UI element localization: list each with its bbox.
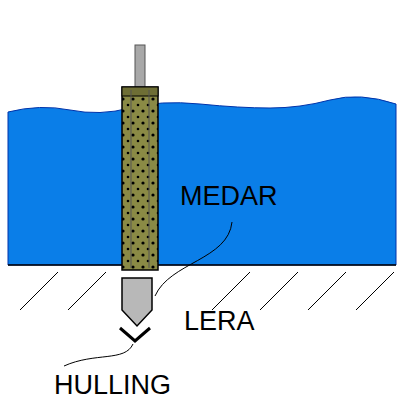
hatch-stroke: [356, 272, 394, 310]
concrete-pile: [122, 87, 158, 270]
water: [8, 97, 396, 265]
pile-cap: [122, 87, 158, 96]
hatch-stroke: [212, 272, 250, 310]
part-label: MEDAR: [180, 183, 278, 210]
leader-line: [155, 222, 232, 296]
hatch-stroke: [20, 272, 58, 310]
hatch-stroke: [308, 272, 346, 310]
leader-line: [64, 344, 133, 366]
steel-rod: [135, 45, 145, 90]
part-label: HULLING: [54, 372, 171, 399]
rebar: [131, 90, 132, 268]
seabed-line: [8, 264, 396, 266]
hatch-stroke: [260, 272, 298, 310]
pile-texture: [122, 95, 158, 270]
rebar: [149, 90, 150, 268]
hatch-stroke: [68, 272, 106, 310]
pile-tip: [122, 278, 152, 326]
part-label: LERA: [184, 308, 255, 335]
hulling-mark: [120, 328, 150, 341]
seabed-hatching: [20, 272, 394, 310]
